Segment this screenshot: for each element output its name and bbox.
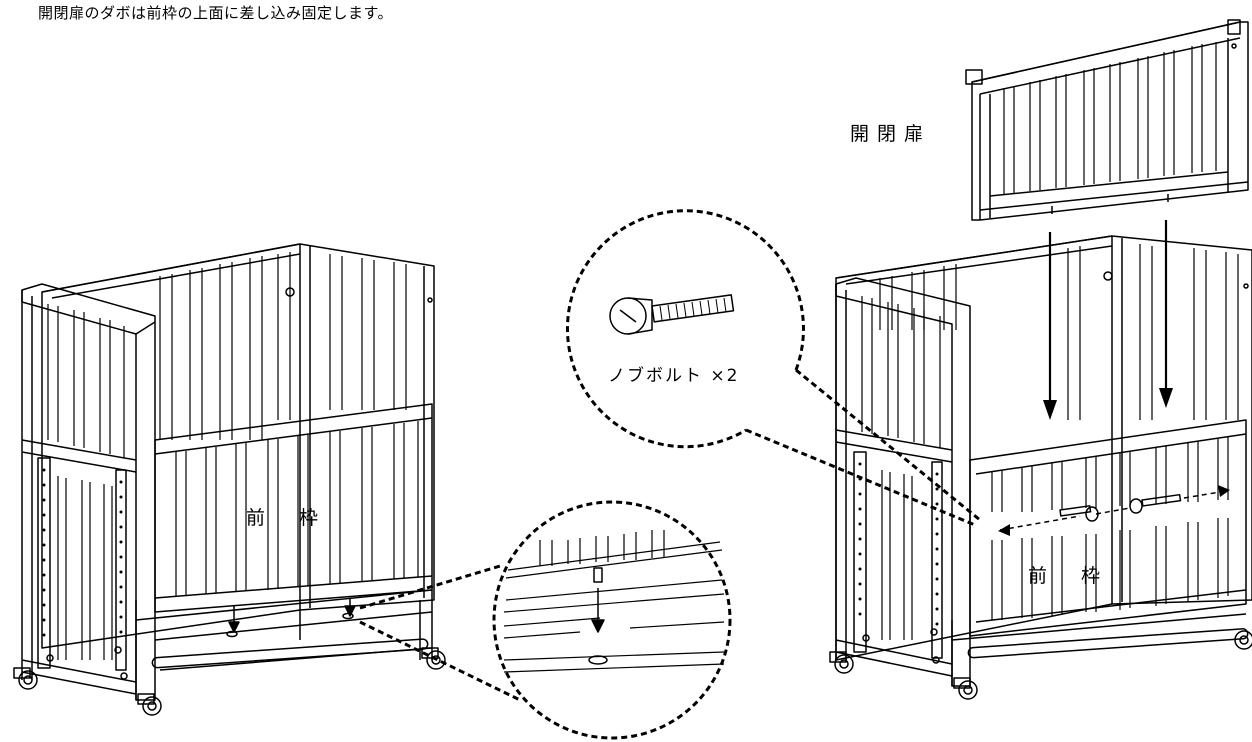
right-casters bbox=[829, 630, 1252, 700]
left-end-slats bbox=[47, 304, 125, 660]
door-slats bbox=[1003, 42, 1217, 194]
left-back-slats bbox=[159, 252, 407, 440]
door-panel bbox=[965, 19, 1249, 221]
door-label: 開閉扉 bbox=[850, 123, 932, 145]
instruction-text: 開閉扉のダボは前枠の上面に差し込み固定します。 bbox=[38, 4, 394, 22]
front-frame-label-left-b: 枠 bbox=[299, 507, 319, 529]
detail-rails bbox=[503, 530, 725, 673]
left-front-slats bbox=[175, 421, 419, 596]
front-frame-label-right-a: 前 bbox=[1028, 565, 1048, 587]
right-crib bbox=[829, 235, 1252, 700]
right-back-slats bbox=[879, 244, 1239, 420]
front-frame-label-left-a: 前 bbox=[246, 507, 266, 529]
left-crib-back-panel bbox=[41, 243, 435, 649]
knob-bolt-callout bbox=[565, 209, 981, 527]
knob-bolt-installation bbox=[998, 485, 1230, 536]
insertion-arrows bbox=[1043, 220, 1173, 420]
left-casters bbox=[13, 647, 446, 716]
left-height-holes bbox=[42, 468, 123, 637]
knob-bolt-label: ノブボルト ×2 bbox=[608, 366, 740, 386]
left-crib bbox=[13, 243, 446, 716]
right-crib-end-frame bbox=[835, 277, 971, 687]
peg-detail-callout bbox=[359, 500, 732, 740]
front-frame-label-right: 前枠 bbox=[1028, 561, 1100, 588]
right-crib-front-frame bbox=[969, 419, 1247, 637]
front-frame-label-right-b: 枠 bbox=[1081, 565, 1101, 587]
front-frame-label-left: 前枠 bbox=[246, 503, 318, 530]
